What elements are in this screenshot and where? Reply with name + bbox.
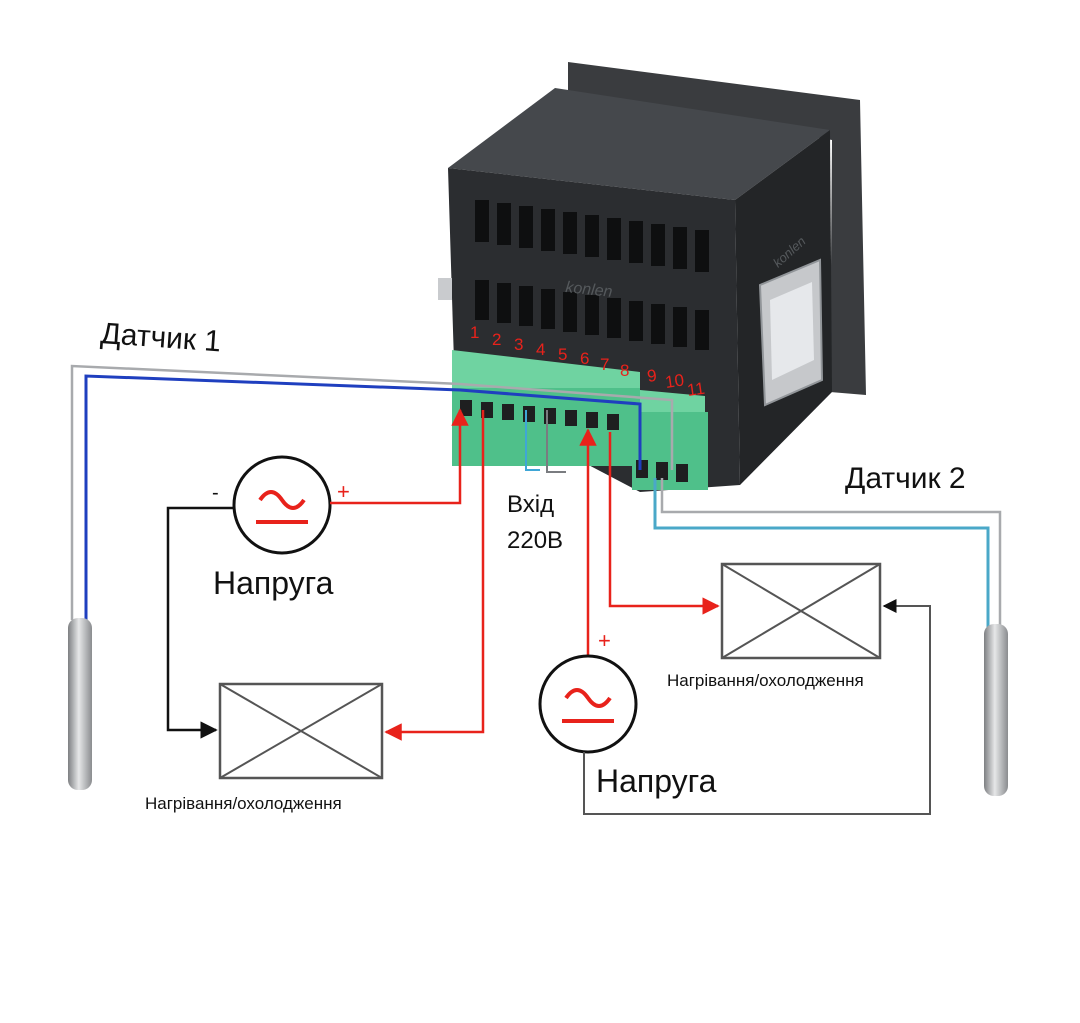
terminal-number: 9 xyxy=(646,366,658,386)
terminal-number: 6 xyxy=(580,349,589,368)
wire-terminal7-to-load2 xyxy=(608,432,720,615)
terminal-number: 5 xyxy=(558,345,567,364)
terminal-number: 7 xyxy=(600,355,609,374)
controller-housing: konlen konlen xyxy=(438,62,866,492)
brand-logo: konlen xyxy=(565,279,614,301)
terminal-number: 10 xyxy=(664,371,685,392)
terminal-number: 4 xyxy=(536,340,545,359)
voltage-source-1-label: Напруга xyxy=(213,565,334,601)
sensor-1-label: Датчик 1 xyxy=(100,317,223,358)
vent-slots-lower xyxy=(475,280,709,350)
sensor-1: Датчик 1 xyxy=(68,317,674,790)
input-label-line2: 220В xyxy=(507,527,563,554)
load-2-symbol xyxy=(720,562,882,660)
terminal-block-sensor xyxy=(632,390,708,490)
voltage-source-1-symbol xyxy=(232,455,332,555)
vent-slots-upper xyxy=(475,200,709,272)
sensor-2-probe xyxy=(984,624,1008,796)
voltage-source-2-label: Напруга xyxy=(596,763,717,799)
housing-top xyxy=(448,88,830,200)
sensor-1-cable-blue xyxy=(84,374,642,620)
wire-source1-to-terminal1 xyxy=(330,408,469,505)
load-1-label: Нагрівання/охолодження xyxy=(145,794,342,813)
source-2-plus: + xyxy=(598,628,611,653)
load-2-label: Нагрівання/охолодження xyxy=(667,671,864,690)
sensor-2-cable-grey xyxy=(660,478,1002,630)
power-input-wires: Вхід 220В xyxy=(507,410,566,554)
terminal-number: 8 xyxy=(620,361,629,380)
load-1-symbol xyxy=(218,682,384,780)
terminal-number: 11 xyxy=(686,379,706,400)
circuit-1: - + Напруга Нагрівання/охолодження xyxy=(145,408,485,813)
mounting-clip xyxy=(438,258,824,407)
circuit-2: + Напруга Нагрівання/охолодження xyxy=(538,428,931,815)
terminal-numbers: 1 2 3 4 5 6 7 8 9 10 11 xyxy=(470,323,706,400)
voltage-source-2-symbol xyxy=(538,654,638,754)
terminal-number: 1 xyxy=(470,323,479,342)
terminal-number: 3 xyxy=(514,335,523,354)
ac-wave-icon xyxy=(564,688,612,708)
source-1-plus: + xyxy=(337,479,350,504)
sensor-1-probe xyxy=(68,618,92,790)
wire-source1-to-load1 xyxy=(166,506,234,739)
wire-terminal2-to-load1 xyxy=(384,410,485,741)
terminal-number: 2 xyxy=(492,330,501,349)
sensor-2: Датчик 2 xyxy=(653,462,1008,796)
source-1-minus: - xyxy=(212,482,219,504)
ac-wave-icon xyxy=(258,490,306,510)
sensor-2-cable-cyan xyxy=(653,478,990,630)
sensor-2-label: Датчик 2 xyxy=(845,462,966,495)
input-label-line1: Вхід xyxy=(507,491,554,518)
sensor-1-cable-grey xyxy=(70,364,674,620)
wire-source2-to-load2 xyxy=(583,599,931,815)
